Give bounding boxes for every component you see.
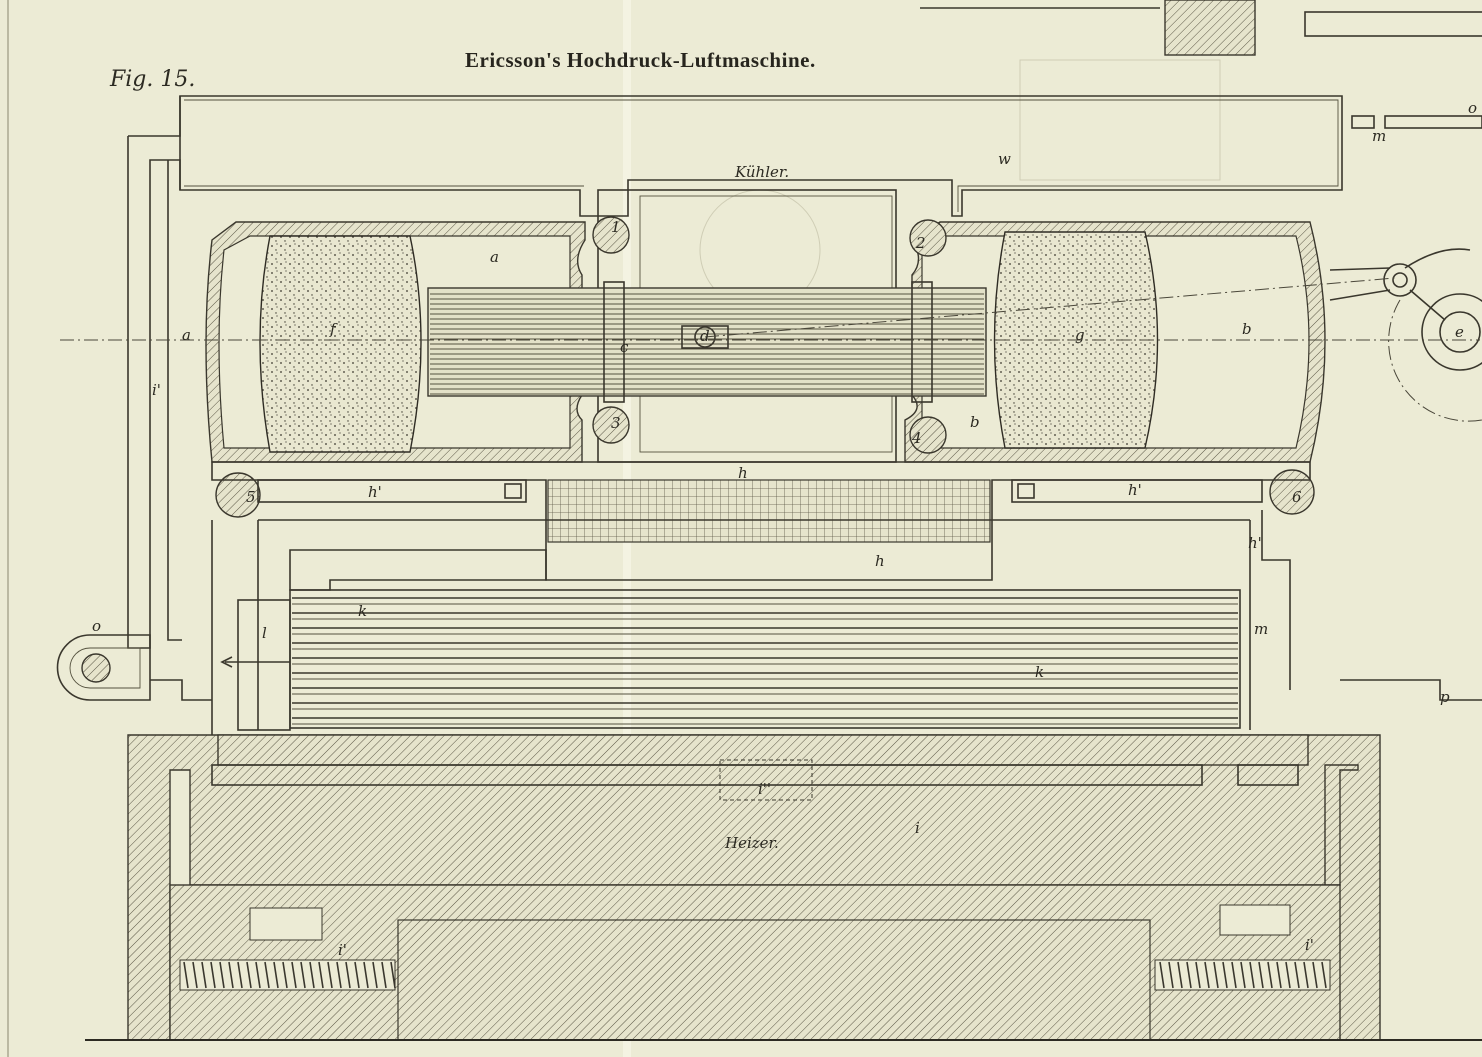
grate-bar xyxy=(1294,961,1300,989)
chamber-l xyxy=(237,599,291,731)
valve-number: 2 xyxy=(915,234,926,252)
grate-bar xyxy=(1240,961,1246,989)
grate-bar xyxy=(1267,961,1273,989)
label-h: h xyxy=(875,552,885,570)
flow-arrow xyxy=(220,656,290,668)
label-c: c xyxy=(620,338,629,356)
label-k: k xyxy=(1035,663,1044,681)
label-a: a xyxy=(490,248,499,266)
grate-bar xyxy=(309,961,315,989)
grate-bar xyxy=(1258,961,1264,989)
grate-bar xyxy=(1276,961,1282,989)
label-b: b xyxy=(1242,320,1252,338)
label-f: f xyxy=(329,320,338,338)
grate-bar xyxy=(1249,961,1255,989)
grate-bar xyxy=(255,961,261,989)
grate-bar xyxy=(219,961,225,989)
grate-bar xyxy=(237,961,243,989)
grate-bar xyxy=(228,961,234,989)
valve-number: 1 xyxy=(611,218,621,236)
label-m: m xyxy=(1372,127,1386,145)
grate-bar xyxy=(291,961,297,989)
grate-bar xyxy=(246,961,252,989)
grate-bar xyxy=(1231,961,1237,989)
label-i-prime: i' xyxy=(152,381,161,399)
heater-box xyxy=(85,734,1482,1041)
grate-bar xyxy=(1222,961,1228,989)
label-h: h xyxy=(738,464,748,482)
cooler-jacket xyxy=(127,95,1343,649)
valve-number: 4 xyxy=(911,429,922,447)
valve-number: 5 xyxy=(246,488,256,506)
grate-bar xyxy=(381,961,387,989)
grate-bar xyxy=(354,961,360,989)
grate-bar xyxy=(1177,961,1183,989)
grate-bar xyxy=(1312,961,1318,989)
grate-bar xyxy=(390,961,396,989)
label-o: o xyxy=(92,617,101,635)
heater-tubes xyxy=(289,589,1241,729)
labels: Fig. 15. Ericsson's Hochdruck-Luftmaschi… xyxy=(92,48,1477,959)
label-e: e xyxy=(1455,323,1464,341)
valve-number: 3 xyxy=(611,414,621,432)
grate-bar xyxy=(183,961,189,989)
grate-bar xyxy=(1213,961,1219,989)
grate-bar xyxy=(318,961,324,989)
label-cooler: Kühler. xyxy=(734,163,789,181)
label-a: a xyxy=(182,326,191,344)
grate-bar xyxy=(282,961,288,989)
label-i-prime: i' xyxy=(338,941,347,959)
label-k: k xyxy=(358,602,367,620)
figure-number: Fig. 15. xyxy=(109,67,195,92)
label-l: l xyxy=(262,624,267,642)
grate-bar xyxy=(1195,961,1201,989)
grate-bar xyxy=(372,961,378,989)
grate-bar xyxy=(1168,961,1174,989)
label-h-prime: h' xyxy=(368,483,382,501)
air-passages xyxy=(211,461,1311,780)
valves xyxy=(215,216,1315,518)
grate-bar xyxy=(1204,961,1210,989)
label-i-prime: i' xyxy=(1305,936,1314,954)
grate-bar xyxy=(1159,961,1165,989)
valve-o-loop xyxy=(56,634,1482,701)
grate-bar xyxy=(1303,961,1309,989)
grate-bar xyxy=(273,961,279,989)
grate-bar xyxy=(345,961,351,989)
grate-bar xyxy=(192,961,198,989)
label-heater: Heizer. xyxy=(724,834,779,852)
label-o: o xyxy=(1468,99,1477,117)
grate-bar xyxy=(264,961,270,989)
grate-bar xyxy=(300,961,306,989)
grate-bar xyxy=(363,961,369,989)
label-w: w xyxy=(998,150,1011,168)
label-h-prime: h' xyxy=(1248,534,1262,552)
grate-bar xyxy=(327,961,333,989)
grate-bar xyxy=(1186,961,1192,989)
grate-bar xyxy=(210,961,216,989)
label-g: g xyxy=(1075,326,1085,344)
adjacent-figure-fragments xyxy=(920,0,1482,422)
label-m: m xyxy=(1254,620,1268,638)
regenerator-left xyxy=(259,235,422,453)
piston-rod xyxy=(60,277,1480,403)
figure-title: Ericsson's Hochdruck-Luftmaschine. xyxy=(465,48,816,72)
grate-bar xyxy=(1321,961,1327,989)
label-h-prime: h' xyxy=(1128,481,1142,499)
label-p: p xyxy=(1440,688,1450,706)
grate-bar xyxy=(1285,961,1291,989)
label-b: b xyxy=(970,413,980,431)
valve-number: 6 xyxy=(1292,488,1302,506)
label-i: i xyxy=(915,819,920,837)
grate-bar xyxy=(336,961,342,989)
label-i-double-prime: i'' xyxy=(758,780,771,798)
label-d: d xyxy=(700,327,710,345)
grate-bar xyxy=(201,961,207,989)
